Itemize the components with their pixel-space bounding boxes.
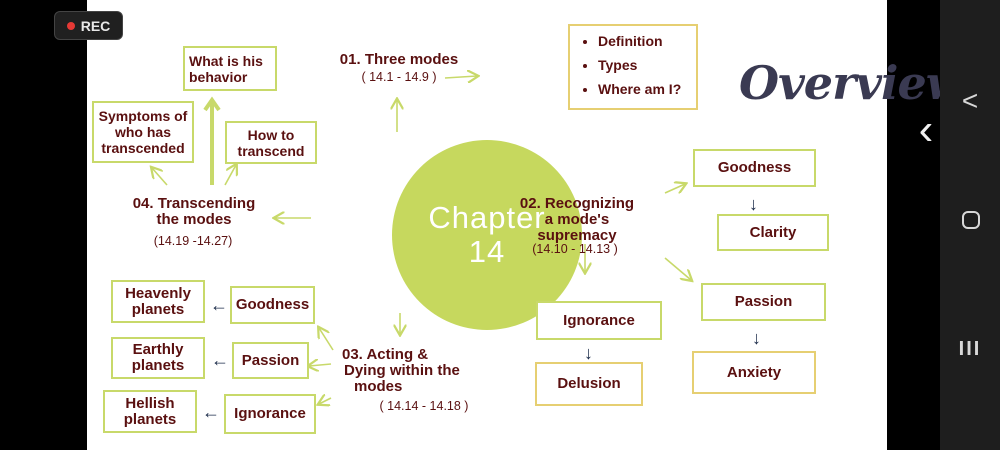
section3-ref: ( 14.14 - 14.18 ): [379, 399, 469, 413]
section1-ref: ( 14.1 - 14.9 ): [361, 70, 437, 84]
section2-delusion-box: Delusion: [535, 362, 643, 406]
nav-back-button[interactable]: <: [961, 85, 979, 116]
section4-title: 04. Transcending the modes: [119, 196, 269, 228]
how-to-transcend-box: How to transcend: [225, 121, 317, 164]
down-arrow-icon: ↓: [752, 328, 761, 348]
section1-item: Where am I?: [598, 77, 696, 101]
nav-recents-button[interactable]: III: [958, 338, 982, 360]
section3-ignorance-box: Ignorance: [224, 394, 316, 434]
recording-indicator[interactable]: REC: [54, 11, 123, 40]
recording-label: REC: [80, 17, 111, 34]
down-arrow-icon: ↓: [584, 343, 593, 363]
center-line1: Chapter: [428, 200, 546, 235]
section4-title-line1: 04. Transcending: [132, 195, 256, 212]
section2-anxiety-box: Anxiety: [692, 351, 816, 394]
android-nav-bar: < III: [940, 0, 1000, 450]
down-arrow-icon: ↓: [749, 194, 758, 214]
section3-title-line2: Dying within the: [344, 362, 460, 379]
left-arrow-icon: ←: [202, 402, 220, 422]
floating-back-handle-icon[interactable]: ‹: [918, 105, 934, 154]
section3-title: 03. Acting & Dying within the modes: [342, 347, 482, 395]
section4-ref: (14.19 -14.27): [153, 234, 233, 248]
section2-passion-box: Passion: [701, 283, 826, 321]
slide-title: Overview: [739, 56, 965, 110]
section2-title: 02. Recognizing a mode's supremacy: [507, 196, 647, 244]
earthly-planets-box: Earthly planets: [111, 337, 205, 379]
section2-ref: (14.10 - 14.13 ): [532, 242, 618, 256]
section2-ignorance-box: Ignorance: [536, 301, 662, 340]
section3-title-line3: modes: [354, 378, 403, 395]
hellish-planets-box: Hellish planets: [103, 390, 197, 433]
left-arrow-icon: ←: [211, 350, 229, 370]
section2-title-line1: 02. Recognizing: [519, 195, 635, 212]
section3-title-line1: 03. Acting &: [342, 346, 429, 363]
section1-item: Types: [598, 53, 696, 77]
section2-title-line2: a mode's: [544, 211, 610, 228]
section3-passion-box: Passion: [232, 342, 309, 379]
section1-item: Definition: [598, 29, 696, 53]
nav-home-button[interactable]: [962, 211, 980, 229]
section2-title-line3: supremacy: [537, 227, 617, 244]
center-chapter-circle: Chapter 14: [392, 140, 582, 330]
section2-goodness-box: Goodness: [693, 149, 816, 187]
section3-goodness-box: Goodness: [230, 286, 315, 324]
section2-clarity-box: Clarity: [717, 214, 829, 251]
center-line2: 14: [468, 234, 506, 269]
presentation-slide: Overview Chapter 14 01. Three modes ( 14…: [87, 0, 965, 450]
section1-list-box: Definition Types Where am I?: [568, 24, 698, 110]
section1-title: 01. Three modes: [339, 51, 459, 68]
connector-arrows: [87, 0, 887, 450]
behavior-box: What is his behavior: [183, 46, 277, 91]
heavenly-planets-box: Heavenly planets: [111, 280, 205, 323]
symptoms-box: Symptoms of who has transcended: [92, 101, 194, 163]
section4-title-line2: the modes: [156, 211, 232, 228]
record-dot-icon: [66, 21, 75, 30]
left-arrow-icon: ←: [210, 295, 228, 315]
